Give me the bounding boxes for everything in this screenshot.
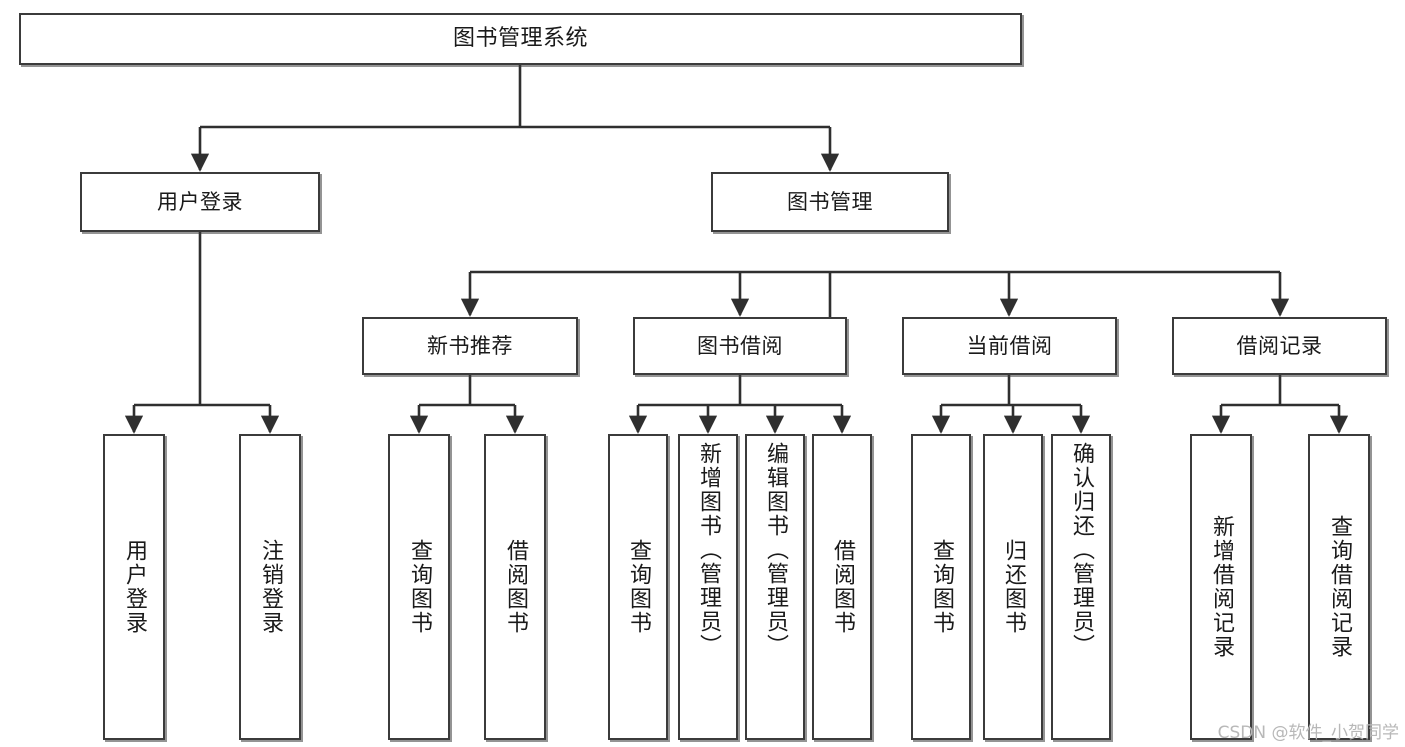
node-leaf-user-logout[interactable]: 注销登录 bbox=[239, 434, 301, 740]
node-user-login-label: 用户登录 bbox=[157, 189, 243, 214]
node-leaf-edit-book[interactable]: 编辑图书（管理员） bbox=[745, 434, 805, 740]
node-leaf-borrow-book-1[interactable]: 借阅图书 bbox=[484, 434, 546, 740]
node-leaf-query-record-label: 查询借阅记录 bbox=[1326, 515, 1352, 659]
node-leaf-borrow-book-2[interactable]: 借阅图书 bbox=[812, 434, 872, 740]
node-leaf-query-book-2-label: 查询图书 bbox=[625, 539, 651, 635]
csdn-watermark: CSDN @软件_小贺同学 bbox=[1217, 723, 1399, 743]
node-leaf-query-book-1-label: 查询图书 bbox=[406, 539, 432, 635]
node-root-label: 图书管理系统 bbox=[452, 26, 588, 51]
node-leaf-query-record[interactable]: 查询借阅记录 bbox=[1308, 434, 1370, 740]
node-current-borrow[interactable]: 当前借阅 bbox=[902, 317, 1117, 375]
node-leaf-confirm-return-label: 确认归还（管理员） bbox=[1068, 442, 1094, 658]
node-leaf-add-record-label: 新增借阅记录 bbox=[1208, 515, 1234, 659]
node-leaf-user-login-label: 用户登录 bbox=[121, 539, 147, 635]
node-leaf-confirm-return[interactable]: 确认归还（管理员） bbox=[1051, 434, 1111, 740]
node-leaf-query-book-2[interactable]: 查询图书 bbox=[608, 434, 668, 740]
node-leaf-borrow-book-2-label: 借阅图书 bbox=[829, 539, 855, 635]
node-leaf-return-book-label: 归还图书 bbox=[1000, 539, 1026, 635]
node-leaf-query-book-1[interactable]: 查询图书 bbox=[388, 434, 450, 740]
node-user-login[interactable]: 用户登录 bbox=[80, 172, 320, 232]
node-new-book-rec[interactable]: 新书推荐 bbox=[362, 317, 578, 375]
node-leaf-add-book-label: 新增图书（管理员） bbox=[695, 442, 721, 658]
node-borrow-record-label: 借阅记录 bbox=[1236, 333, 1323, 358]
node-book-borrow-label: 图书借阅 bbox=[697, 333, 783, 358]
node-current-borrow-label: 当前借阅 bbox=[966, 333, 1053, 358]
node-book-manage[interactable]: 图书管理 bbox=[711, 172, 949, 232]
node-leaf-query-book-3-label: 查询图书 bbox=[928, 539, 954, 635]
node-leaf-edit-book-label: 编辑图书（管理员） bbox=[762, 442, 788, 658]
node-book-borrow[interactable]: 图书借阅 bbox=[633, 317, 847, 375]
node-leaf-user-logout-label: 注销登录 bbox=[257, 539, 283, 635]
node-leaf-borrow-book-1-label: 借阅图书 bbox=[502, 539, 528, 635]
node-root[interactable]: 图书管理系统 bbox=[19, 13, 1022, 65]
node-book-manage-label: 图书管理 bbox=[787, 189, 873, 214]
node-leaf-add-book[interactable]: 新增图书（管理员） bbox=[678, 434, 738, 740]
node-new-book-rec-label: 新书推荐 bbox=[427, 333, 513, 358]
node-leaf-return-book[interactable]: 归还图书 bbox=[983, 434, 1043, 740]
node-leaf-user-login[interactable]: 用户登录 bbox=[103, 434, 165, 740]
node-borrow-record[interactable]: 借阅记录 bbox=[1172, 317, 1387, 375]
node-leaf-query-book-3[interactable]: 查询图书 bbox=[911, 434, 971, 740]
node-leaf-add-record[interactable]: 新增借阅记录 bbox=[1190, 434, 1252, 740]
